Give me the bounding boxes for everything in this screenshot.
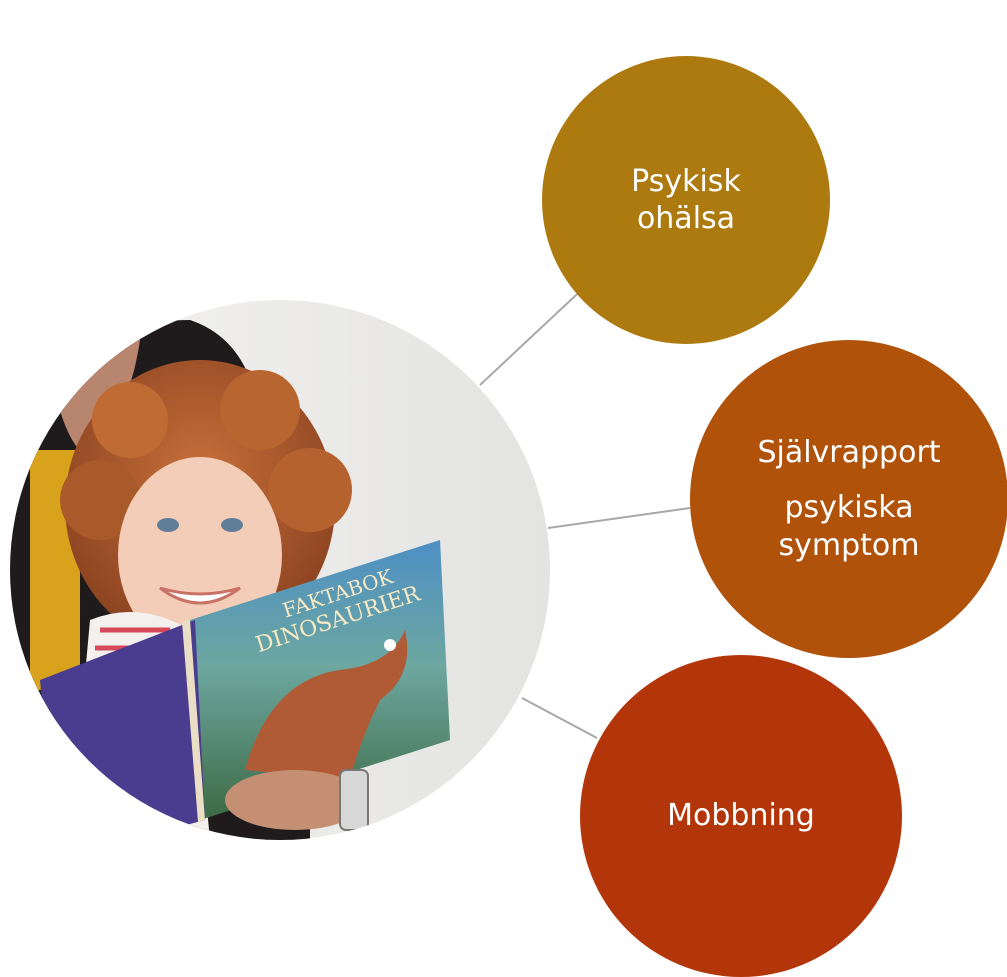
- center-photo: FAKTABOK DINOSAURIER: [10, 300, 550, 840]
- node-psykisk-ohalsa-line-2: ohälsa: [636, 201, 736, 236]
- connector-line-sjalvrapport: [547, 507, 691, 529]
- node-mobbning: Mobbning: [580, 655, 902, 977]
- node-psykisk-ohalsa-line-1: Psykisk: [631, 163, 741, 199]
- node-sjalvrapport: Självrapport psykiska symptom: [690, 340, 1007, 658]
- connector-line-mobbning: [521, 697, 598, 739]
- node-mobbning-label: Mobbning: [667, 798, 815, 834]
- node-sjalvrapport-line-3: symptom: [778, 527, 920, 563]
- node-sjalvrapport-line-2: psykiska: [784, 490, 914, 526]
- child-reading-book-image: FAKTABOK DINOSAURIER: [10, 300, 550, 840]
- node-psykisk-ohalsa: Psykisk ohälsa: [542, 56, 830, 344]
- node-sjalvrapport-line-1: Självrapport: [757, 434, 941, 470]
- connector-line-psykisk-ohalsa: [479, 281, 591, 386]
